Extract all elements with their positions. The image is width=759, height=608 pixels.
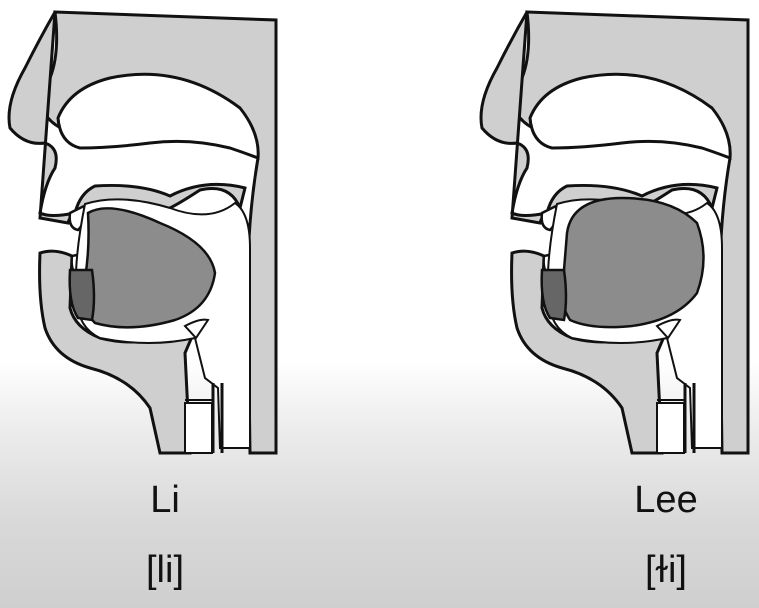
sagittal-section-lee: [479, 10, 750, 455]
tongue-tip: [540, 268, 568, 322]
nasal-cavity: [528, 72, 732, 161]
epiglottis: [183, 318, 210, 340]
vocal-tract-diagram-li: [0, 8, 290, 458]
ipa-label-li: [li]: [146, 549, 184, 591]
ipa-label-lee: [ɫi]: [645, 549, 687, 591]
epiglottis: [655, 318, 682, 340]
larynx: [184, 402, 213, 454]
tongue-tip: [68, 268, 96, 322]
word-label-lee: Lee: [634, 479, 698, 521]
word-label-li: Li: [150, 479, 180, 521]
tongue-body: [559, 196, 705, 329]
sagittal-section-li: [7, 10, 278, 455]
vocal-tract-diagram-lee: [472, 8, 759, 458]
nasal-cavity: [56, 72, 260, 161]
larynx: [656, 402, 685, 454]
